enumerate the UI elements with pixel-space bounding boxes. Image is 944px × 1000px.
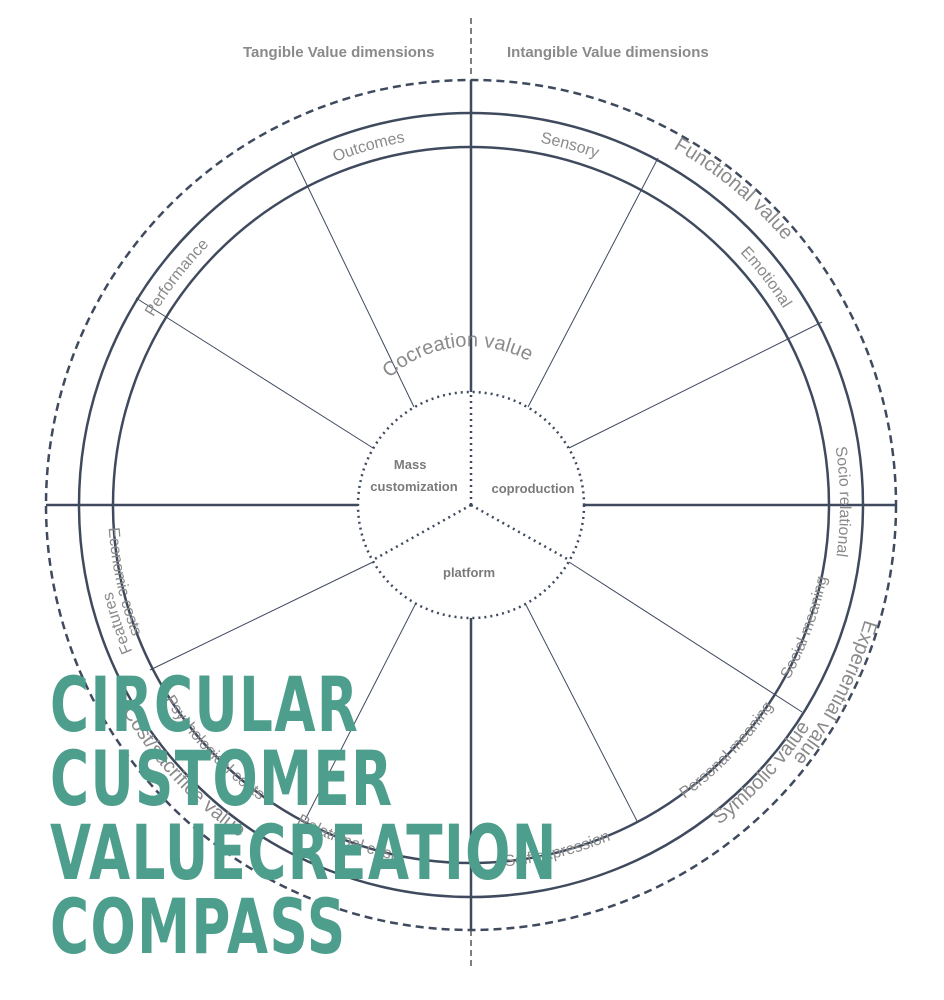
title-line-3: Valuecreation: [50, 808, 558, 897]
label-coproduction: coproduction: [491, 481, 574, 496]
header-tangible: Tangible Value dimensions: [243, 44, 435, 61]
subdivision-lines: [135, 151, 823, 822]
label-mass-customization: Mass customization: [370, 457, 457, 494]
core-dividers: [372, 392, 570, 562]
core-dotted-ring: [356, 390, 586, 620]
label-functional-value: Functional value: [671, 134, 798, 245]
label-platform: platform: [443, 565, 495, 580]
label-sensory: Sensory: [539, 130, 601, 162]
label-cocreation-value: Cocreation value: [378, 329, 536, 382]
title-line-1: Circular: [50, 660, 360, 749]
title-line-2: Customer: [50, 734, 394, 823]
label-socio-relational: Socio relational: [832, 445, 854, 558]
label-social-meaning: Social meaning: [778, 575, 831, 682]
page-title: Circular Customer Valuecreation Compass: [50, 660, 558, 971]
title-line-4: Compass: [50, 882, 347, 971]
label-symbolic-value: Symbolic value: [709, 717, 815, 829]
header-intangible: Intangible Value dimensions: [507, 44, 709, 61]
